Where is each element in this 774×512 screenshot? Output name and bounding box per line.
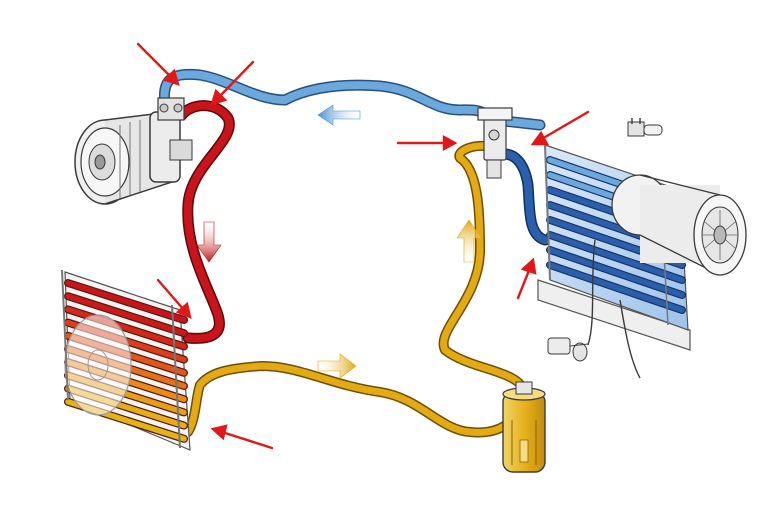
- thermostat-sensor-icon: [547, 239, 641, 379]
- compressor-icon: [74, 97, 193, 205]
- callout-arrow-evaporator-outlet: [530, 110, 590, 146]
- low-pressure-liquid-line: [492, 148, 551, 246]
- expansion-valve-icon: [477, 107, 513, 179]
- callout-arrow-suction-port: [136, 42, 180, 86]
- blower-fan-icon: [611, 174, 747, 276]
- condenser-tube: [65, 293, 187, 336]
- callout-arrow-expansion-valve: [396, 134, 458, 152]
- liquid-line: [183, 140, 529, 438]
- callout-arrow-condenser-inlet: [156, 278, 192, 320]
- discharge-line: [176, 100, 235, 344]
- callout-arrow-condenser-outlet: [210, 424, 274, 450]
- callout-arrow-discharge-port: [210, 60, 255, 106]
- flow-arrow-suction: [317, 104, 361, 126]
- condenser-icon: [61, 269, 191, 451]
- flow-arrow-liquid-rise: [456, 219, 482, 263]
- evaporator-tube: [547, 262, 685, 313]
- receiver-drier-icon: [502, 381, 546, 473]
- suction-line: [158, 68, 546, 131]
- condenser-tube: [65, 280, 187, 323]
- condenser-tube: [65, 306, 187, 350]
- callout-arrow-evaporator-inlet: [516, 257, 537, 300]
- pressure-switch-icon: [627, 118, 663, 137]
- flow-arrow-liquid-line: [317, 353, 357, 379]
- evaporator-tube: [547, 232, 685, 283]
- evaporator-tube: [547, 247, 685, 298]
- flow-arrow-discharge: [196, 221, 222, 263]
